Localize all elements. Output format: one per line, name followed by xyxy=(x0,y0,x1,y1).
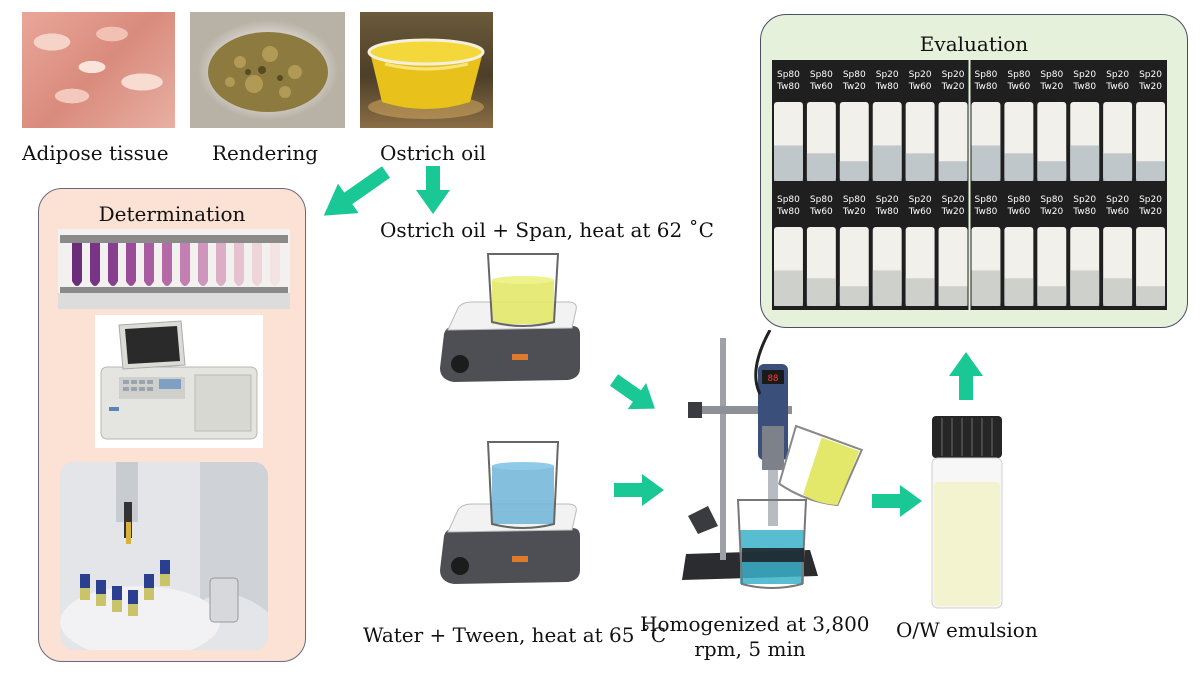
water-beaker xyxy=(488,442,558,528)
homogenizer-setup: 88 xyxy=(678,330,888,600)
arrow-down-to-oil-phase xyxy=(416,166,450,214)
oil-beaker xyxy=(488,254,558,326)
vial-label: Sp20 xyxy=(1073,70,1096,80)
vial-label: Tw60 xyxy=(1105,82,1129,92)
vial-label: Tw20 xyxy=(1138,82,1162,92)
gas-chromatograph-photo xyxy=(60,462,268,650)
vial-label: Tw20 xyxy=(842,82,866,92)
vial-label: Tw20 xyxy=(1138,207,1162,217)
vial-label: Sp80 xyxy=(1040,70,1063,80)
vial-label: Tw60 xyxy=(809,207,833,217)
vial-label: Tw20 xyxy=(941,207,965,217)
vial-label: Sp20 xyxy=(942,70,965,80)
homogenize-label-line2: rpm, 5 min xyxy=(640,637,860,661)
vial-label: Sp80 xyxy=(1007,70,1030,80)
vial-label: Sp20 xyxy=(876,70,899,80)
vial-label: Sp80 xyxy=(810,70,833,80)
vial-label: Tw60 xyxy=(1006,82,1030,92)
vial-label: Sp20 xyxy=(909,70,932,80)
oil-phase-label: Ostrich oil + Span, heat at 62 ˚C xyxy=(380,218,714,242)
vial-label: Sp80 xyxy=(1040,195,1063,205)
vial-label: Sp20 xyxy=(1139,195,1162,205)
vial-label: Sp20 xyxy=(1073,195,1096,205)
vial-label: Tw60 xyxy=(1105,207,1129,217)
vial-label: Tw80 xyxy=(1072,82,1096,92)
vial-label: Tw80 xyxy=(776,82,800,92)
arrow-oil-to-homogenizer xyxy=(605,367,664,422)
vial-label: Tw60 xyxy=(1006,207,1030,217)
vial-label: Sp20 xyxy=(1106,195,1129,205)
test-tube-rack-photo xyxy=(58,229,290,309)
vial-label: Tw20 xyxy=(1039,207,1063,217)
vial-label: Sp20 xyxy=(1106,70,1129,80)
evaluation-title: Evaluation xyxy=(760,32,1188,56)
vial-label: Tw60 xyxy=(908,207,932,217)
vial-label: Sp20 xyxy=(876,195,899,205)
arrow-up-to-evaluation xyxy=(949,352,983,400)
vial-label: Tw60 xyxy=(809,82,833,92)
vial-label: Sp20 xyxy=(942,195,965,205)
vial-label: Tw80 xyxy=(1072,207,1096,217)
vial-label: Sp80 xyxy=(975,70,998,80)
vial-label: Tw80 xyxy=(776,207,800,217)
vial-label: Tw80 xyxy=(974,82,998,92)
vial-label: Sp20 xyxy=(1139,70,1162,80)
water-phase-label: Water + Tween, heat at 65 ˚C xyxy=(363,623,666,647)
homogenizer-readout: 88 xyxy=(768,374,779,384)
oil-phase-hotplate xyxy=(430,250,590,400)
vial-label: Tw20 xyxy=(1039,82,1063,92)
vial-label: Tw80 xyxy=(875,207,899,217)
vial-label: Sp80 xyxy=(777,195,800,205)
arrow-water-to-homogenizer xyxy=(614,474,664,506)
emulsion-label: O/W emulsion xyxy=(896,618,1038,642)
vial-label: Tw20 xyxy=(941,82,965,92)
vial-label: Tw80 xyxy=(974,207,998,217)
vial-label: Sp80 xyxy=(843,70,866,80)
vial-label: Tw60 xyxy=(908,82,932,92)
homogenize-label-line1: Homogenized at 3,800 xyxy=(640,612,860,636)
vial-label: Sp80 xyxy=(777,70,800,80)
vial-label: Sp80 xyxy=(1007,195,1030,205)
vial-label: Tw20 xyxy=(842,207,866,217)
spectrophotometer-photo xyxy=(95,315,263,448)
water-phase-hotplate xyxy=(430,440,590,600)
determination-title: Determination xyxy=(38,202,306,226)
vial-label: Sp80 xyxy=(843,195,866,205)
evaluation-vial: Sp20Tw80 xyxy=(873,195,902,306)
vial-label: Sp20 xyxy=(909,195,932,205)
vial-label: Sp80 xyxy=(810,195,833,205)
emulsion-vial xyxy=(928,408,1008,614)
vial-label: Tw80 xyxy=(875,82,899,92)
vial-label: Sp80 xyxy=(975,195,998,205)
